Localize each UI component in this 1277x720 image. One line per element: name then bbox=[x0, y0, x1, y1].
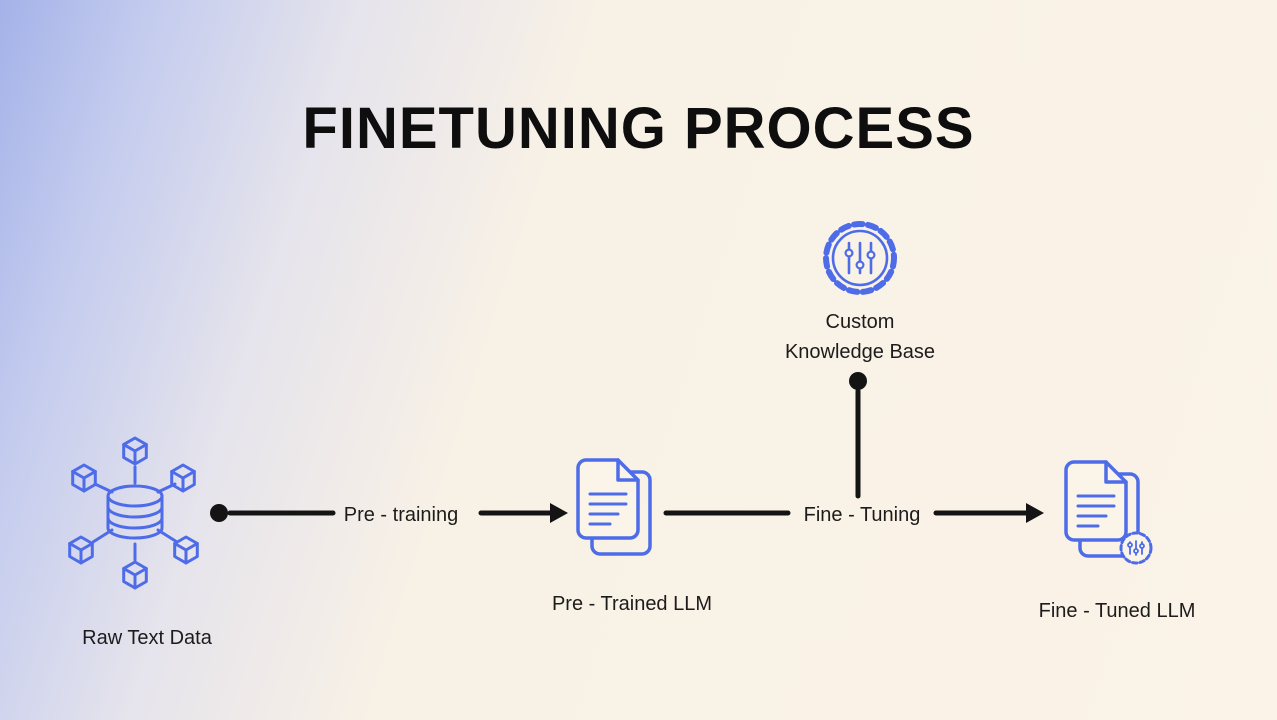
connector-dot-knowledge-base bbox=[849, 372, 867, 390]
edge-label-fine-tuning: Fine - Tuning bbox=[803, 504, 921, 526]
document-icon bbox=[576, 458, 652, 556]
edge-label-pre-training: Pre - training bbox=[343, 504, 459, 526]
node-label-fine-tuned-llm: Fine - Tuned LLM bbox=[1038, 600, 1196, 622]
node-label-custom-knowledge-base: Custom Knowledge Base bbox=[740, 307, 980, 367]
pre-training-arrowhead bbox=[550, 503, 568, 523]
connector-dot-raw-data bbox=[210, 504, 228, 522]
document-gear-icon bbox=[1064, 460, 1153, 565]
node-label-line-1: Custom bbox=[825, 311, 895, 333]
node-label-pre-trained-llm: Pre - Trained LLM bbox=[551, 593, 713, 615]
fine-tuning-arrowhead bbox=[1026, 503, 1044, 523]
node-label-line-2: Knowledge Base bbox=[784, 341, 936, 363]
gear-sliders-icon bbox=[823, 221, 897, 295]
database-network-icon bbox=[68, 436, 199, 590]
node-label-raw-text-data: Raw Text Data bbox=[82, 627, 212, 649]
page-title: FINETUNING PROCESS bbox=[302, 96, 975, 161]
